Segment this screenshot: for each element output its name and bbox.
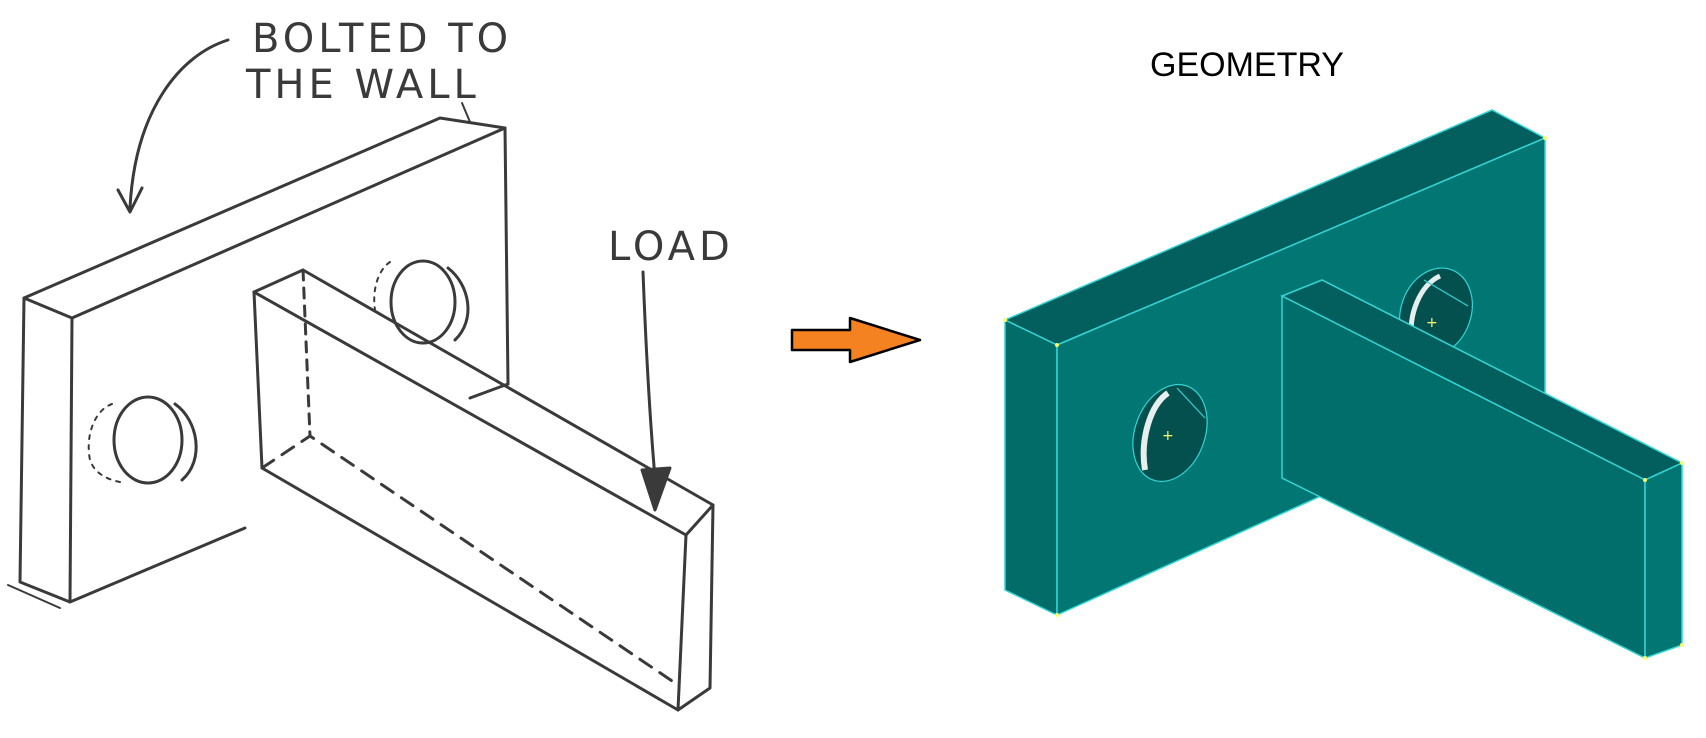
- wall-note-line2: THE WALL: [245, 62, 480, 108]
- sketch-hole-right: [373, 259, 470, 345]
- sketch-wall-plate: [7, 102, 510, 609]
- vertex-markers: [1003, 136, 1684, 660]
- down-arrow-icon: [640, 270, 672, 512]
- curved-arrow-icon: [116, 38, 230, 214]
- geometry-model: + +: [1003, 109, 1684, 660]
- geometry-title: GEOMETRY: [1150, 46, 1344, 84]
- sketch-hole-left: [87, 395, 198, 485]
- bar-end-face: [1644, 461, 1683, 660]
- load-label: LOAD: [608, 224, 734, 270]
- plate-hole-left: +: [1132, 383, 1208, 483]
- wall-note-line1: BOLTED TO: [252, 16, 512, 62]
- plate-side-face: [1004, 318, 1058, 617]
- hole-center-marker: +: [1426, 315, 1438, 331]
- right-arrow-icon: [790, 316, 922, 364]
- hole-center-marker: +: [1162, 428, 1174, 444]
- hand-sketch: [7, 38, 715, 712]
- sketch-cantilever-bar: [252, 268, 715, 712]
